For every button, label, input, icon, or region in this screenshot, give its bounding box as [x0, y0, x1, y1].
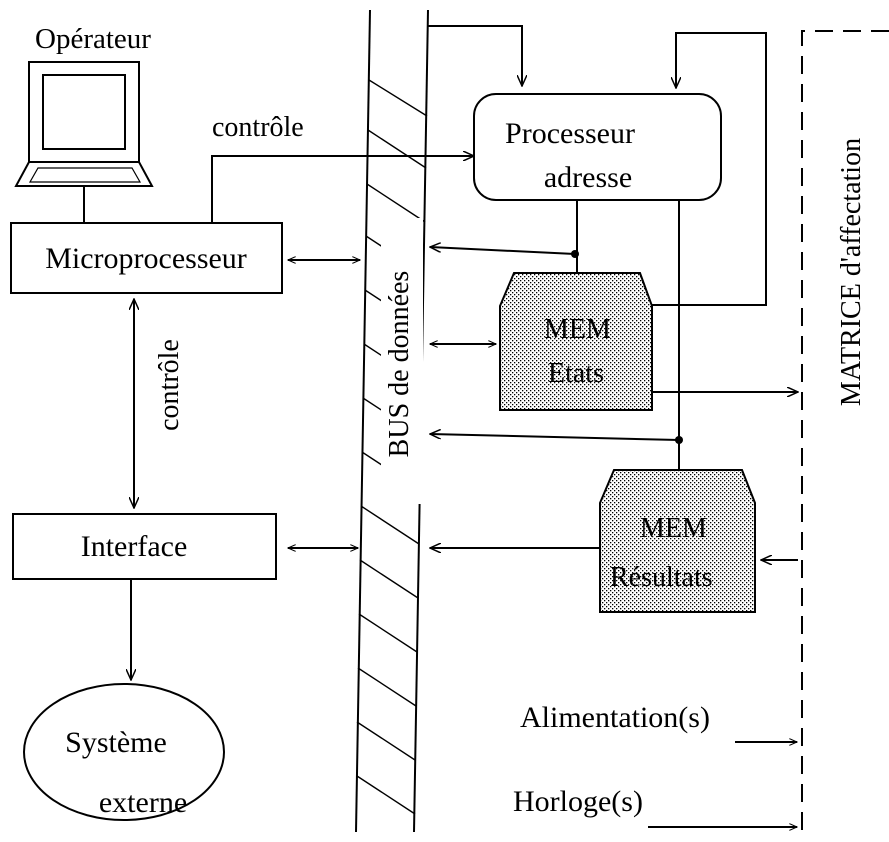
- external-system-block: [23, 683, 225, 821]
- control-label-top: contrôle: [212, 112, 304, 143]
- external-system-line1: Système: [65, 726, 167, 759]
- microprocessor-block: [10, 222, 283, 294]
- external-system-line2: externe: [99, 786, 187, 819]
- address-processor-line1: Processeur: [505, 117, 635, 150]
- mem-states-line1: MEM: [544, 314, 611, 345]
- matrix-label: MATRICE d'affectation: [836, 138, 867, 406]
- mem-results-line2: Résultats: [610, 562, 713, 593]
- control-label-vertical: contrôle: [154, 339, 185, 431]
- bus-label: BUS de données: [384, 271, 415, 458]
- mem-states-block: [499, 272, 653, 411]
- bus-label-background: [381, 218, 423, 504]
- interface-label: Interface: [81, 530, 188, 563]
- mem-results-line1: MEM: [640, 513, 707, 544]
- address-processor-block: [473, 93, 722, 201]
- address-processor-line2: adresse: [544, 161, 632, 194]
- computer-terminal-icon: [14, 61, 154, 223]
- clock-label: Horloge(s): [513, 785, 643, 818]
- bus-to-address-processor-link: [428, 25, 522, 86]
- interface-block: [12, 513, 277, 580]
- address-junction-to-bus-link: [430, 247, 576, 255]
- operator-label: Opérateur: [35, 23, 151, 55]
- mem-results-block: [599, 469, 756, 613]
- control-link-to-address-processor: [211, 156, 474, 223]
- mem-states-line2: Etats: [548, 358, 604, 389]
- assignment-matrix-boundary: [801, 30, 889, 832]
- mem-states-feedback-link: [652, 32, 767, 306]
- microprocessor-label: Microprocesseur: [45, 242, 247, 275]
- results-junction-to-bus-link: [430, 434, 680, 441]
- power-label: Alimentation(s): [520, 701, 710, 734]
